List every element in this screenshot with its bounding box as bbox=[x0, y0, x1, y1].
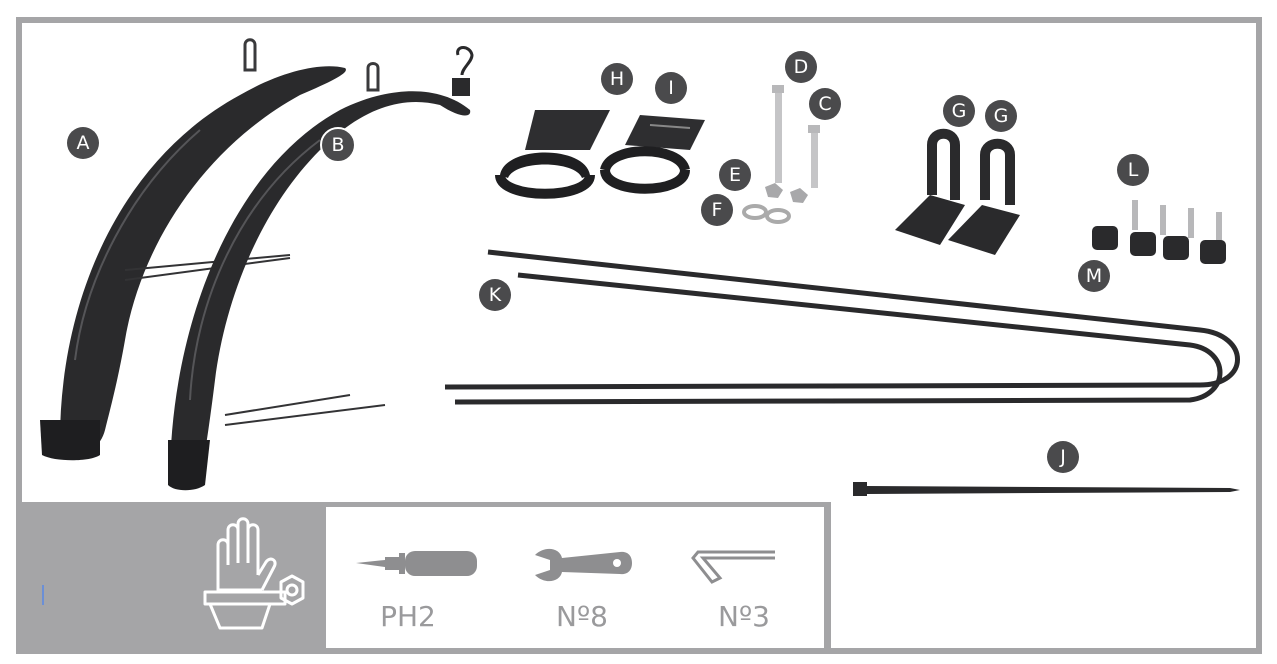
label-e: E bbox=[719, 159, 751, 191]
left-marker bbox=[42, 585, 44, 605]
wrench-icon bbox=[535, 548, 632, 582]
wrench-size-label: Nº8 bbox=[556, 600, 608, 633]
label-h: H bbox=[601, 63, 633, 95]
label-g-1: G bbox=[943, 95, 975, 127]
label-c: C bbox=[809, 88, 841, 120]
screwdriver-icon bbox=[356, 551, 477, 576]
label-j: J bbox=[1047, 441, 1079, 473]
clamp-i bbox=[600, 115, 705, 194]
glove-icon bbox=[203, 517, 305, 630]
bolt-d bbox=[772, 85, 784, 183]
label-i: I bbox=[655, 72, 687, 104]
bolt-c bbox=[808, 125, 820, 188]
screwdriver-size-label: PH2 bbox=[380, 600, 436, 633]
label-l: L bbox=[1117, 154, 1149, 186]
hex-key-size-label: Nº3 bbox=[718, 600, 770, 633]
clamp-h bbox=[495, 110, 610, 199]
tools-panel bbox=[326, 507, 824, 648]
nuts-e bbox=[765, 183, 808, 203]
fender-b bbox=[168, 46, 474, 491]
stays-k bbox=[444, 249, 1240, 405]
label-f: F bbox=[701, 194, 733, 226]
cable-tie-j bbox=[853, 482, 1240, 496]
screws-l-caps-m bbox=[1092, 200, 1226, 264]
hex-key-icon bbox=[691, 550, 775, 584]
fender-a bbox=[40, 38, 346, 461]
label-m: M bbox=[1078, 260, 1110, 292]
label-g-2: G bbox=[985, 100, 1017, 132]
label-d: D bbox=[785, 51, 817, 83]
brackets-g bbox=[895, 128, 1020, 255]
label-a: A bbox=[67, 127, 99, 159]
washers-f bbox=[742, 204, 791, 224]
label-k: K bbox=[479, 279, 511, 311]
label-b: B bbox=[320, 127, 356, 163]
